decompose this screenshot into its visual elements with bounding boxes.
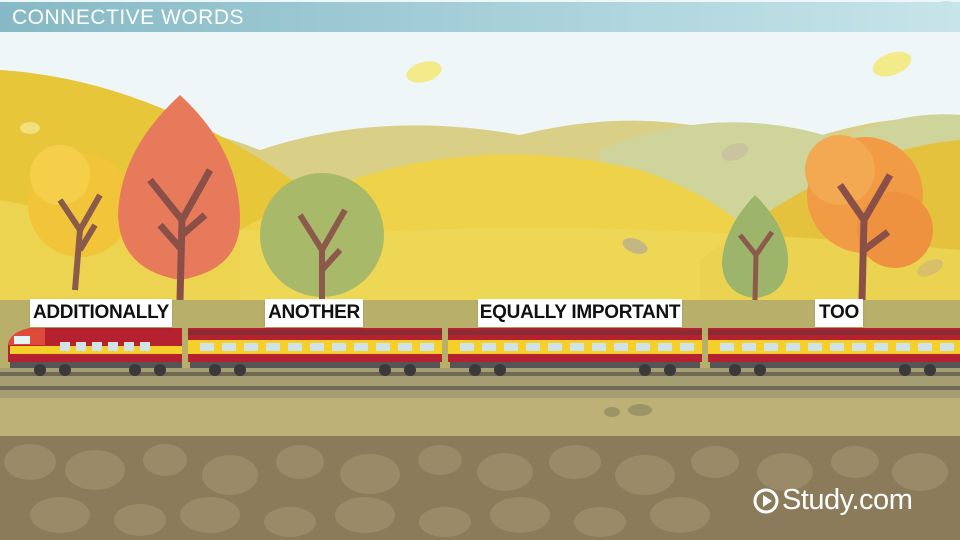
car-label-additionally: ADDITIONALLY (30, 299, 172, 327)
car-label-too: TOO (815, 299, 863, 327)
study-com-logo: Study.com (752, 484, 942, 518)
page-title: CONNECTIVE WORDS (12, 6, 245, 29)
logo-text: Study.com (782, 484, 913, 516)
title-bar: CONNECTIVE WORDS (0, 2, 960, 32)
car-label-another: ANOTHER (265, 299, 363, 327)
car-label-equally-important: EQUALLY IMPORTANT (478, 299, 682, 327)
play-icon (753, 488, 779, 514)
